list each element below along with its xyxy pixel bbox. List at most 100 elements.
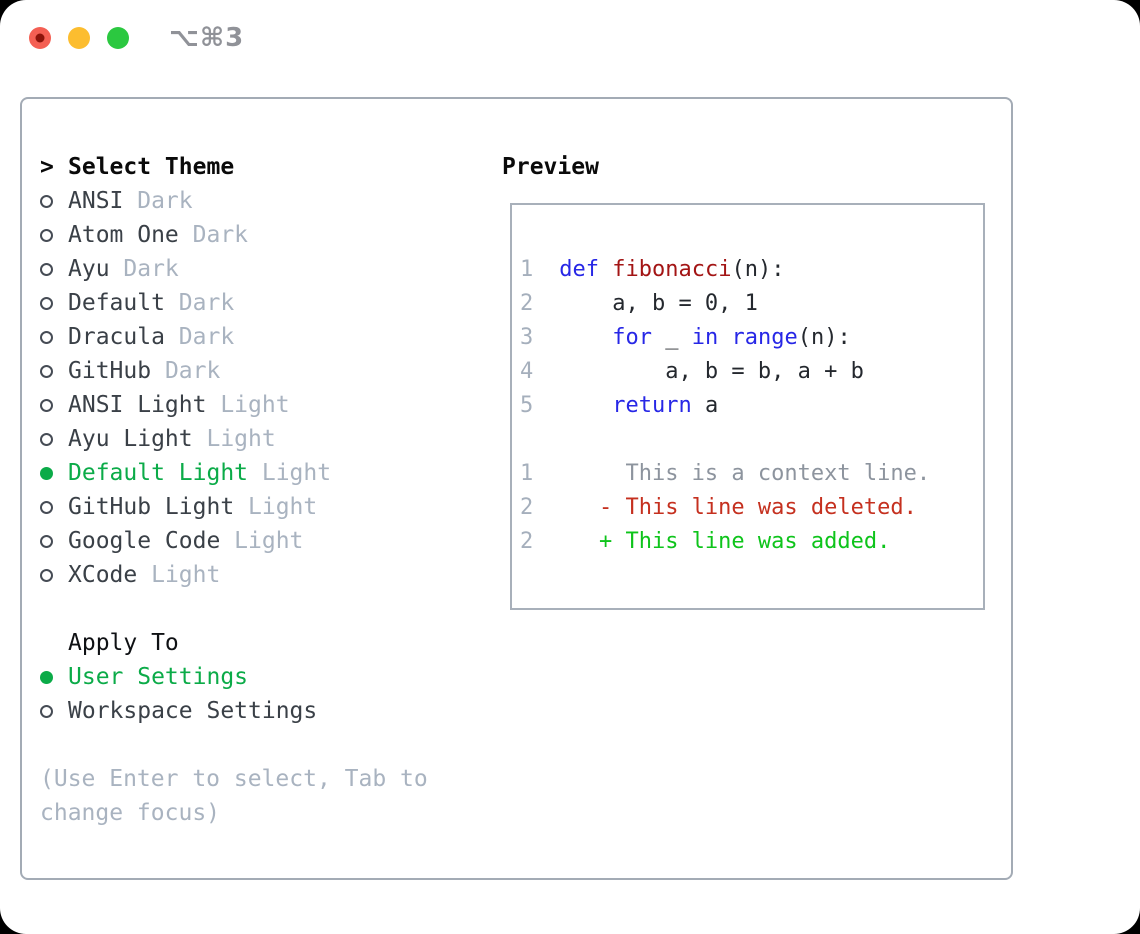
spacer	[40, 728, 428, 762]
token-keyword: for	[612, 325, 652, 350]
line-number: 2	[520, 495, 534, 520]
code-line: 4 a, b = b, a + b	[520, 355, 983, 389]
radio-unselected-icon	[40, 262, 53, 276]
theme-name: GitHub Light	[68, 494, 235, 520]
theme-option[interactable]: Google Code Light	[40, 524, 428, 558]
diff-line-added: 2 + This line was added.	[520, 525, 983, 559]
apply-radio	[40, 704, 68, 718]
token-text	[599, 253, 612, 287]
theme-radio	[40, 466, 68, 480]
theme-variant-tag: Light	[220, 392, 290, 418]
theme-name: Ayu Light	[68, 426, 193, 452]
theme-name: Google Code	[68, 528, 221, 554]
theme-variant-tag: Light	[261, 460, 332, 486]
theme-variant-tag: Dark	[164, 358, 221, 384]
theme-name: Ayu	[68, 256, 110, 282]
apply-to-option[interactable]: User Settings	[40, 660, 428, 694]
theme-name: Atom One	[68, 222, 179, 248]
theme-variant-tag: Dark	[137, 188, 193, 214]
zoom-button[interactable]	[107, 27, 129, 49]
select-theme-heading: > Select Theme	[40, 150, 428, 184]
blank-line	[520, 219, 983, 253]
theme-variant-tag: Dark	[178, 290, 235, 316]
diff-text: - This line was deleted.	[559, 495, 917, 520]
theme-radio	[40, 262, 68, 276]
theme-option[interactable]: GitHub Light Light	[40, 490, 428, 524]
theme-option[interactable]: Ayu Light Light	[40, 422, 428, 456]
diff-line-deleted: 2 - This line was deleted.	[520, 491, 983, 525]
theme-variant-tag: Light	[248, 494, 318, 520]
line-number: 2	[520, 529, 534, 554]
line-number: 5	[520, 393, 534, 418]
radio-unselected-icon	[40, 568, 53, 582]
radio-unselected-icon	[40, 228, 53, 242]
theme-radio	[40, 398, 68, 412]
apply-to-label: Workspace Settings	[68, 698, 318, 724]
line-number: 3	[520, 325, 534, 350]
unsaved-indicator-dot	[35, 33, 45, 43]
radio-unselected-icon	[40, 534, 53, 548]
apply-to-label: User Settings	[68, 664, 249, 690]
theme-radio	[40, 568, 68, 582]
theme-name: Dracula	[68, 324, 165, 350]
theme-radio	[40, 500, 68, 514]
keyboard-shortcut-label: ⌥⌘3	[169, 23, 245, 53]
theme-option[interactable]: GitHub Dark	[40, 354, 428, 388]
theme-radio	[40, 228, 68, 242]
theme-name: GitHub	[68, 358, 152, 384]
selection-prompt-icon: >	[40, 154, 54, 180]
traffic-lights	[29, 27, 129, 49]
theme-radio	[40, 432, 68, 446]
token-keyword: return	[612, 393, 692, 418]
blank-line	[520, 423, 983, 457]
theme-option[interactable]: Ayu Dark	[40, 252, 428, 286]
hint-line-1: (Use Enter to select, Tab to	[40, 766, 428, 792]
radio-selected-icon	[40, 670, 53, 684]
spacer	[40, 592, 428, 626]
line-number: 2	[520, 291, 534, 316]
theme-name: Default Light	[68, 460, 249, 486]
theme-radio	[40, 364, 68, 378]
theme-radio	[40, 330, 68, 344]
theme-variant-tag: Dark	[123, 256, 179, 282]
radio-selected-icon	[40, 466, 53, 480]
token-function: fibonacci	[612, 257, 732, 282]
radio-unselected-icon	[40, 296, 53, 310]
token-text	[718, 321, 731, 355]
theme-option[interactable]: Default Light Light	[40, 456, 428, 490]
minimize-button[interactable]	[68, 27, 90, 49]
theme-variant-tag: Light	[234, 528, 304, 554]
token-text: _	[651, 325, 692, 350]
radio-unselected-icon	[40, 704, 53, 718]
radio-unselected-icon	[40, 398, 53, 412]
select-theme-title: Select Theme	[68, 154, 235, 180]
token-text: (n):	[797, 325, 851, 350]
apply-to-heading: Apply To	[40, 626, 428, 660]
close-button[interactable]	[29, 27, 51, 49]
token-keyword: range	[731, 325, 798, 350]
theme-variant-tag: Light	[206, 426, 276, 452]
radio-unselected-icon	[40, 500, 53, 514]
line-number: 4	[520, 359, 534, 384]
diff-line-context: 1 This is a context line.	[520, 457, 983, 491]
token-keyword: def	[559, 257, 599, 282]
theme-name: XCode	[68, 562, 138, 588]
apply-to-option[interactable]: Workspace Settings	[40, 694, 428, 728]
token-text: a	[691, 393, 719, 418]
line-number: 1	[520, 257, 534, 282]
radio-unselected-icon	[40, 432, 53, 446]
apply-to-title: Apply To	[68, 630, 179, 656]
